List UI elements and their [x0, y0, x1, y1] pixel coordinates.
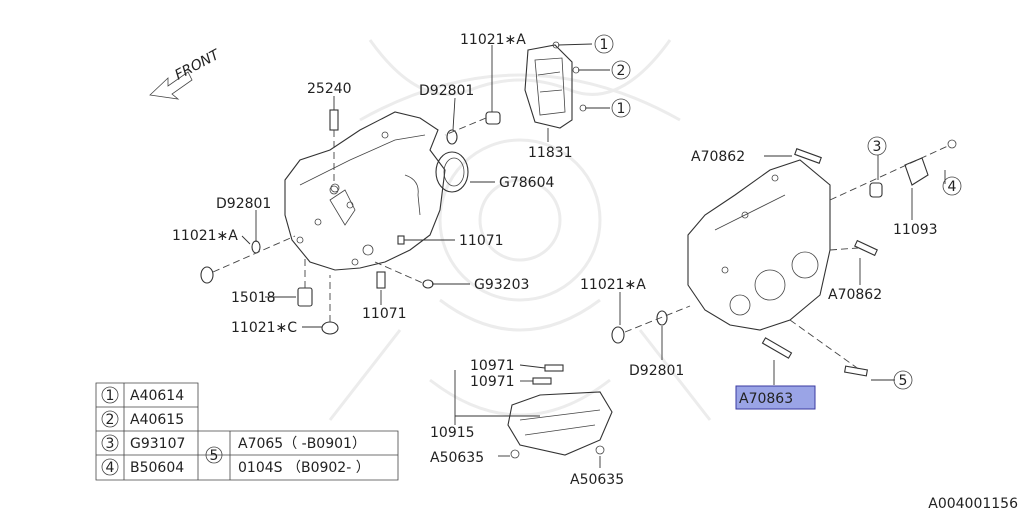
legend-r2-code: A40615	[130, 412, 184, 428]
watermark-emblem	[328, 39, 712, 421]
legend-r2-num: 2	[106, 412, 115, 428]
label-a70862-top: A70862	[691, 149, 745, 165]
label-a70863: A70863	[739, 391, 793, 407]
plug-11021-top	[444, 111, 501, 145]
sensor-25240	[329, 109, 339, 195]
label-11021-left: 11021∗A	[172, 228, 238, 244]
front-arrow: FRONT	[149, 46, 223, 100]
oil-seal-g78604	[435, 151, 469, 193]
leader-lines	[241, 45, 946, 468]
label-g78604: G78604	[499, 175, 554, 191]
legend-r3-num: 3	[106, 436, 115, 452]
label-15018: 15018	[231, 290, 276, 306]
cover-bolts	[552, 41, 610, 112]
label-11021-top: 11021∗A	[460, 32, 526, 48]
label-11021-c: 11021∗C	[231, 320, 297, 336]
label-11093: 11093	[893, 222, 938, 238]
label-11021-mid: 11021∗A	[580, 277, 646, 293]
label-11071-a: 11071	[459, 233, 504, 249]
baffle-plate-10915	[507, 364, 613, 459]
plug-11021-mid	[611, 305, 691, 344]
label-25240: 25240	[307, 81, 352, 97]
callout-1-top: 1	[600, 37, 609, 53]
label-10971-b: 10971	[470, 374, 515, 390]
highlight-box	[735, 385, 816, 410]
legend-r4-code: B50604	[130, 460, 184, 476]
front-label: FRONT	[172, 46, 223, 83]
legend-r3-code: G93107	[130, 436, 185, 452]
label-11831: 11831	[528, 145, 573, 161]
filler-15018	[297, 255, 339, 335]
legend-r1-num: 1	[106, 388, 115, 404]
right-bolts	[761, 139, 957, 377]
part-labels: 11021∗A 25240 D92801 11831 G78604 D92801…	[172, 32, 938, 488]
legend-r5-num: 5	[210, 448, 219, 464]
legend-table: 1 A40614 2 A40615 3 G93107 4 B50604 5 A7…	[95, 382, 399, 481]
label-a70862-right: A70862	[828, 287, 882, 303]
label-a50635-left: A50635	[430, 450, 484, 466]
legend-r5-b: 0104S （B0902- ）	[238, 460, 370, 476]
diagram-id: A004001156	[928, 496, 1018, 512]
label-a50635-right: A50635	[570, 472, 624, 488]
label-g93203: G93203	[474, 277, 529, 293]
legend-r5-a: A7065（ -B0901）	[238, 436, 366, 452]
callout-4: 4	[948, 179, 957, 195]
callouts: 1 2 1 3 4 5	[594, 34, 962, 390]
callout-5: 5	[899, 373, 908, 389]
callout-1-bottom: 1	[617, 101, 626, 117]
label-d92801-top: D92801	[419, 83, 474, 99]
label-d92801-bottom: D92801	[629, 363, 684, 379]
label-11071-b: 11071	[362, 306, 407, 322]
left-cylinder-block	[284, 111, 446, 271]
label-d92801-left: D92801	[216, 196, 271, 212]
callout-3: 3	[873, 139, 882, 155]
legend-r1-code: A40614	[130, 388, 184, 404]
label-10971-a: 10971	[470, 358, 515, 374]
legend-r4-num: 4	[106, 460, 115, 476]
callout-2: 2	[617, 63, 626, 79]
right-cylinder-block	[687, 159, 831, 331]
label-10915: 10915	[430, 425, 475, 441]
